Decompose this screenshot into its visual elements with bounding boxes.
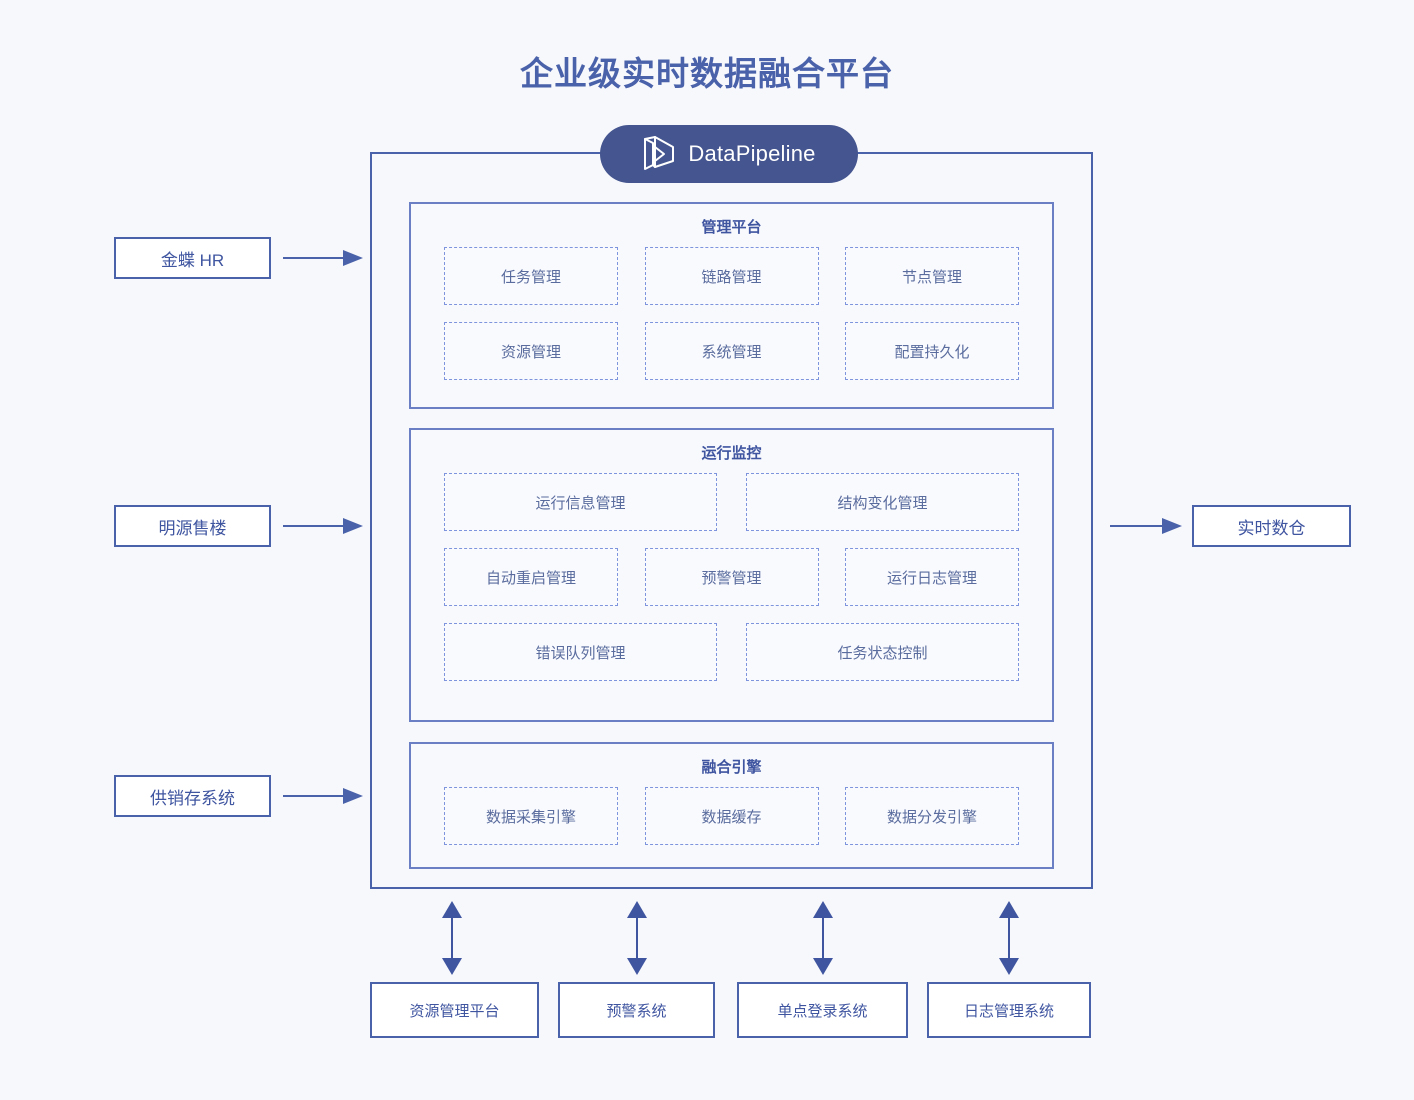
section-row: 错误队列管理 任务状态控制 xyxy=(411,623,1052,681)
module-box[interactable]: 节点管理 xyxy=(845,247,1019,305)
module-box[interactable]: 结构变化管理 xyxy=(746,473,1019,531)
section-row: 运行信息管理 结构变化管理 xyxy=(411,473,1052,531)
bottom-system-log[interactable]: 日志管理系统 xyxy=(927,982,1091,1038)
page-title: 企业级实时数据融合平台 xyxy=(520,55,894,92)
section-row: 资源管理 系统管理 配置持久化 xyxy=(411,322,1052,380)
section-fusion-engine: 融合引擎 数据采集引擎 数据缓存 数据分发引擎 xyxy=(409,742,1054,869)
module-box[interactable]: 资源管理 xyxy=(444,322,618,380)
module-box[interactable]: 运行日志管理 xyxy=(845,548,1019,606)
module-box[interactable]: 预警管理 xyxy=(644,548,819,606)
section-management-platform: 管理平台 任务管理 链路管理 节点管理 资源管理 系统管理 配置持久化 xyxy=(409,202,1054,409)
module-box[interactable]: 自动重启管理 xyxy=(444,548,618,606)
arrow-double-vertical-icon xyxy=(998,901,1020,975)
section-title: 管理平台 xyxy=(701,219,762,236)
sink-node-realtime-warehouse[interactable]: 实时数仓 xyxy=(1192,505,1351,547)
arrow-double-vertical-icon xyxy=(626,901,648,975)
arrow-right-icon xyxy=(1110,517,1182,535)
module-box[interactable]: 数据缓存 xyxy=(644,787,819,845)
module-box[interactable]: 数据分发引擎 xyxy=(845,787,1019,845)
datapipeline-logo-badge: DataPipeline xyxy=(600,125,858,183)
module-box[interactable]: 配置持久化 xyxy=(845,322,1019,380)
module-box[interactable]: 错误队列管理 xyxy=(444,623,717,681)
section-title: 运行监控 xyxy=(701,445,762,462)
section-row: 自动重启管理 预警管理 运行日志管理 xyxy=(411,548,1052,606)
source-node-mingyuan-sales[interactable]: 明源售楼 xyxy=(114,505,271,547)
section-title: 融合引擎 xyxy=(701,759,762,776)
module-box[interactable]: 数据采集引擎 xyxy=(444,787,618,845)
bottom-system-sso[interactable]: 单点登录系统 xyxy=(737,982,908,1038)
bottom-system-alert[interactable]: 预警系统 xyxy=(558,982,715,1038)
source-node-supply-chain[interactable]: 供销存系统 xyxy=(114,775,271,817)
section-runtime-monitoring: 运行监控 运行信息管理 结构变化管理 自动重启管理 预警管理 运行日志管理 错误… xyxy=(409,428,1054,722)
module-box[interactable]: 链路管理 xyxy=(644,247,819,305)
arrow-double-vertical-icon xyxy=(441,901,463,975)
module-box[interactable]: 系统管理 xyxy=(644,322,819,380)
datapipeline-prism-icon xyxy=(642,135,676,173)
module-box[interactable]: 任务管理 xyxy=(444,247,618,305)
arrow-right-icon xyxy=(283,249,363,267)
arrow-right-icon xyxy=(283,787,363,805)
logo-text: DataPipeline xyxy=(688,141,816,166)
section-row: 任务管理 链路管理 节点管理 xyxy=(411,247,1052,305)
bottom-system-resource-platform[interactable]: 资源管理平台 xyxy=(370,982,539,1038)
source-node-kingdee-hr[interactable]: 金蝶 HR xyxy=(114,237,271,279)
arrow-double-vertical-icon xyxy=(812,901,834,975)
module-box[interactable]: 运行信息管理 xyxy=(444,473,717,531)
arrow-right-icon xyxy=(283,517,363,535)
section-row: 数据采集引擎 数据缓存 数据分发引擎 xyxy=(411,787,1052,845)
module-box[interactable]: 任务状态控制 xyxy=(746,623,1019,681)
